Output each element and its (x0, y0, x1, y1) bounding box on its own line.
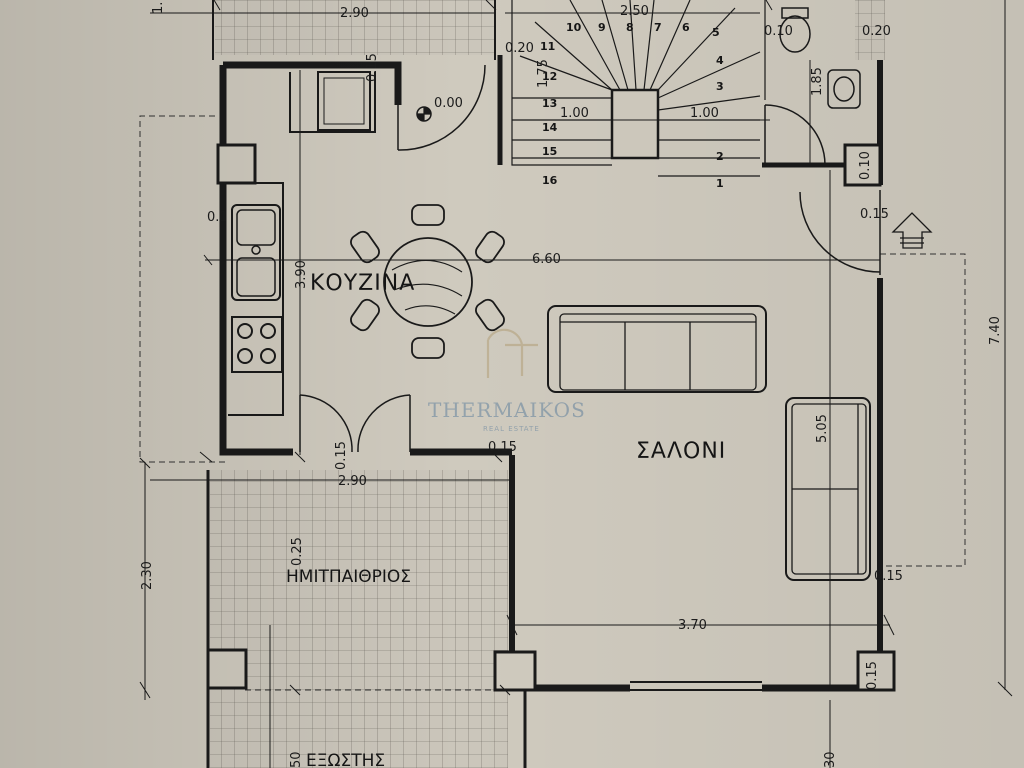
stair-step-16: 16 (542, 174, 558, 187)
dim-living-depth: 5.05 (815, 414, 830, 443)
level-marker (416, 106, 432, 122)
stair-step-13: 13 (542, 97, 557, 110)
dim-bottom-post: 0.15 (865, 661, 880, 690)
dim-wc-left: 0.10 (764, 24, 793, 39)
room-label-living: ΣΑΛΟΝΙ (636, 439, 726, 464)
dim-level: 0.00 (434, 96, 463, 111)
stair-step-11: 11 (540, 40, 555, 53)
room-label-balcony: ΕΞΩΣΤΗΣ (306, 751, 385, 768)
dim-living-width: 3.70 (678, 618, 707, 633)
stair-step-4: 4 (716, 54, 724, 67)
stair-step-15: 15 (542, 145, 557, 158)
dim-wc-depth: 1.85 (810, 67, 825, 96)
dim-kitchen-left: 0.1 (207, 210, 228, 225)
dim-top-left: 2.90 (340, 6, 369, 21)
dim-bottom-right: 30 (823, 751, 838, 768)
dim-right-wall: 0.15 (874, 569, 903, 584)
stair-step-9: 9 (598, 21, 606, 34)
room-label-kitchen: ΚΟΥΖΙΝΑ (310, 271, 415, 296)
watermark-sub: REAL ESTATE (483, 425, 540, 433)
dim-overall-width: 6.60 (532, 252, 561, 267)
dim-kitchen-cabinet: 0.15 (365, 53, 380, 82)
dim-wc-right: 0.20 (862, 24, 891, 39)
dim-stair-left: 0.20 (505, 41, 534, 56)
dim-wall-a: 0.15 (334, 441, 349, 470)
dim-landing-b: 1.00 (690, 106, 719, 121)
dim-top-stair: 2.50 (620, 4, 649, 19)
stair-step-10: 10 (566, 21, 582, 34)
stair-step-1: 1 (716, 177, 724, 190)
dim-semi-depth: 2.30 (140, 561, 155, 590)
dim-kitchen-depth: 3.90 (294, 260, 309, 289)
dim-semi-wall: 0.25 (290, 537, 305, 566)
dim-overall-height: 7.40 (988, 316, 1003, 345)
dim-bottom-left: 50 (289, 751, 304, 768)
stair-step-5: 5 (712, 26, 720, 39)
watermark-brand: THERMAIKOS (428, 398, 586, 422)
room-label-semi-outdoor: ΗΜΙΤΠΑΙΘΡΙΟΣ (286, 567, 411, 587)
tiled-floor-semi-outdoor (210, 470, 508, 768)
stair-step-3: 3 (716, 80, 724, 93)
dim-post-top: 0.10 (858, 151, 873, 180)
dim-wall-b: 0.15 (488, 440, 517, 455)
dim-stair-gap: 1.75 (536, 59, 551, 88)
stair-step-8: 8 (626, 21, 634, 34)
stair-step-7: 7 (654, 21, 662, 34)
dim-landing-a: 1.00 (560, 106, 589, 121)
stair-step-6: 6 (682, 21, 690, 34)
stair-step-2: 2 (716, 150, 724, 163)
dim-post-gap: 0.15 (860, 207, 889, 222)
dim-kitchen-bottom: 2.90 (338, 474, 367, 489)
stair-step-14: 14 (542, 121, 558, 134)
dim-edge-top: 1. (151, 2, 166, 14)
